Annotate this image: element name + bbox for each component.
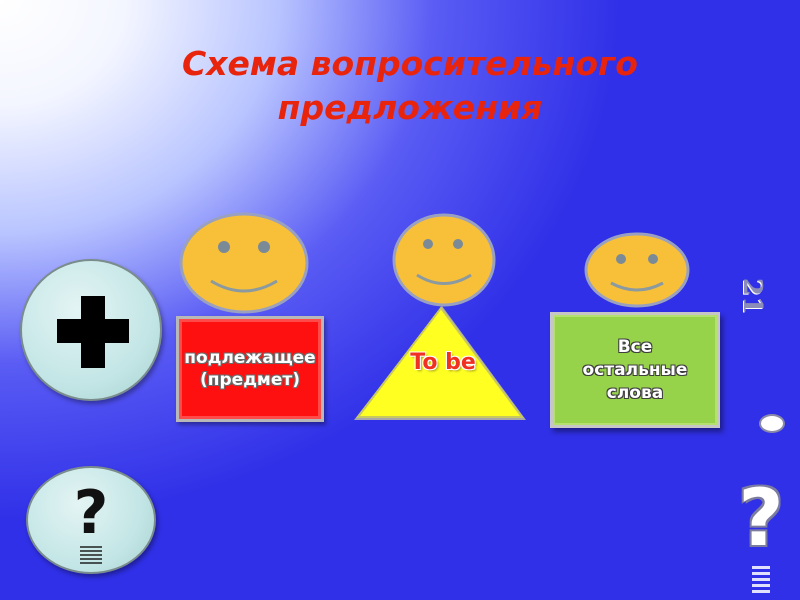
subject-label-line-1: подлежащее bbox=[184, 348, 316, 368]
title-line-2: предложения bbox=[277, 88, 543, 127]
question-mark-icon: ? bbox=[73, 478, 109, 548]
rest-label-line-2: остальные bbox=[582, 359, 688, 380]
dot-icon bbox=[759, 414, 785, 433]
question-mark-reflection bbox=[80, 546, 102, 564]
plus-button[interactable] bbox=[20, 259, 162, 401]
rest-label-line-1: Все bbox=[617, 336, 653, 357]
smiley-face-rest-icon bbox=[584, 232, 690, 308]
smiley-face-subject-icon bbox=[179, 212, 309, 314]
big-question-mark-reflection bbox=[752, 566, 770, 596]
rest-label-line-3: слова bbox=[606, 382, 664, 403]
smiley-face-verb-icon bbox=[392, 213, 496, 307]
subject-label-line-2: (предмет) bbox=[199, 370, 300, 390]
plus-icon-bar bbox=[57, 319, 129, 343]
verb-triangle bbox=[354, 306, 526, 420]
big-question-mark-icon[interactable]: ? bbox=[738, 474, 784, 564]
verb-label: To be bbox=[410, 350, 476, 375]
title-line-1: Схема вопросительного bbox=[182, 44, 638, 83]
subject-block: подлежащее (предмет) bbox=[176, 316, 324, 422]
question-button[interactable]: ? bbox=[26, 466, 156, 574]
rest-block: Все остальные слова bbox=[550, 312, 720, 428]
slide-title: Схема вопросительного предложения bbox=[110, 42, 710, 130]
slide-number: 21 bbox=[737, 277, 767, 315]
